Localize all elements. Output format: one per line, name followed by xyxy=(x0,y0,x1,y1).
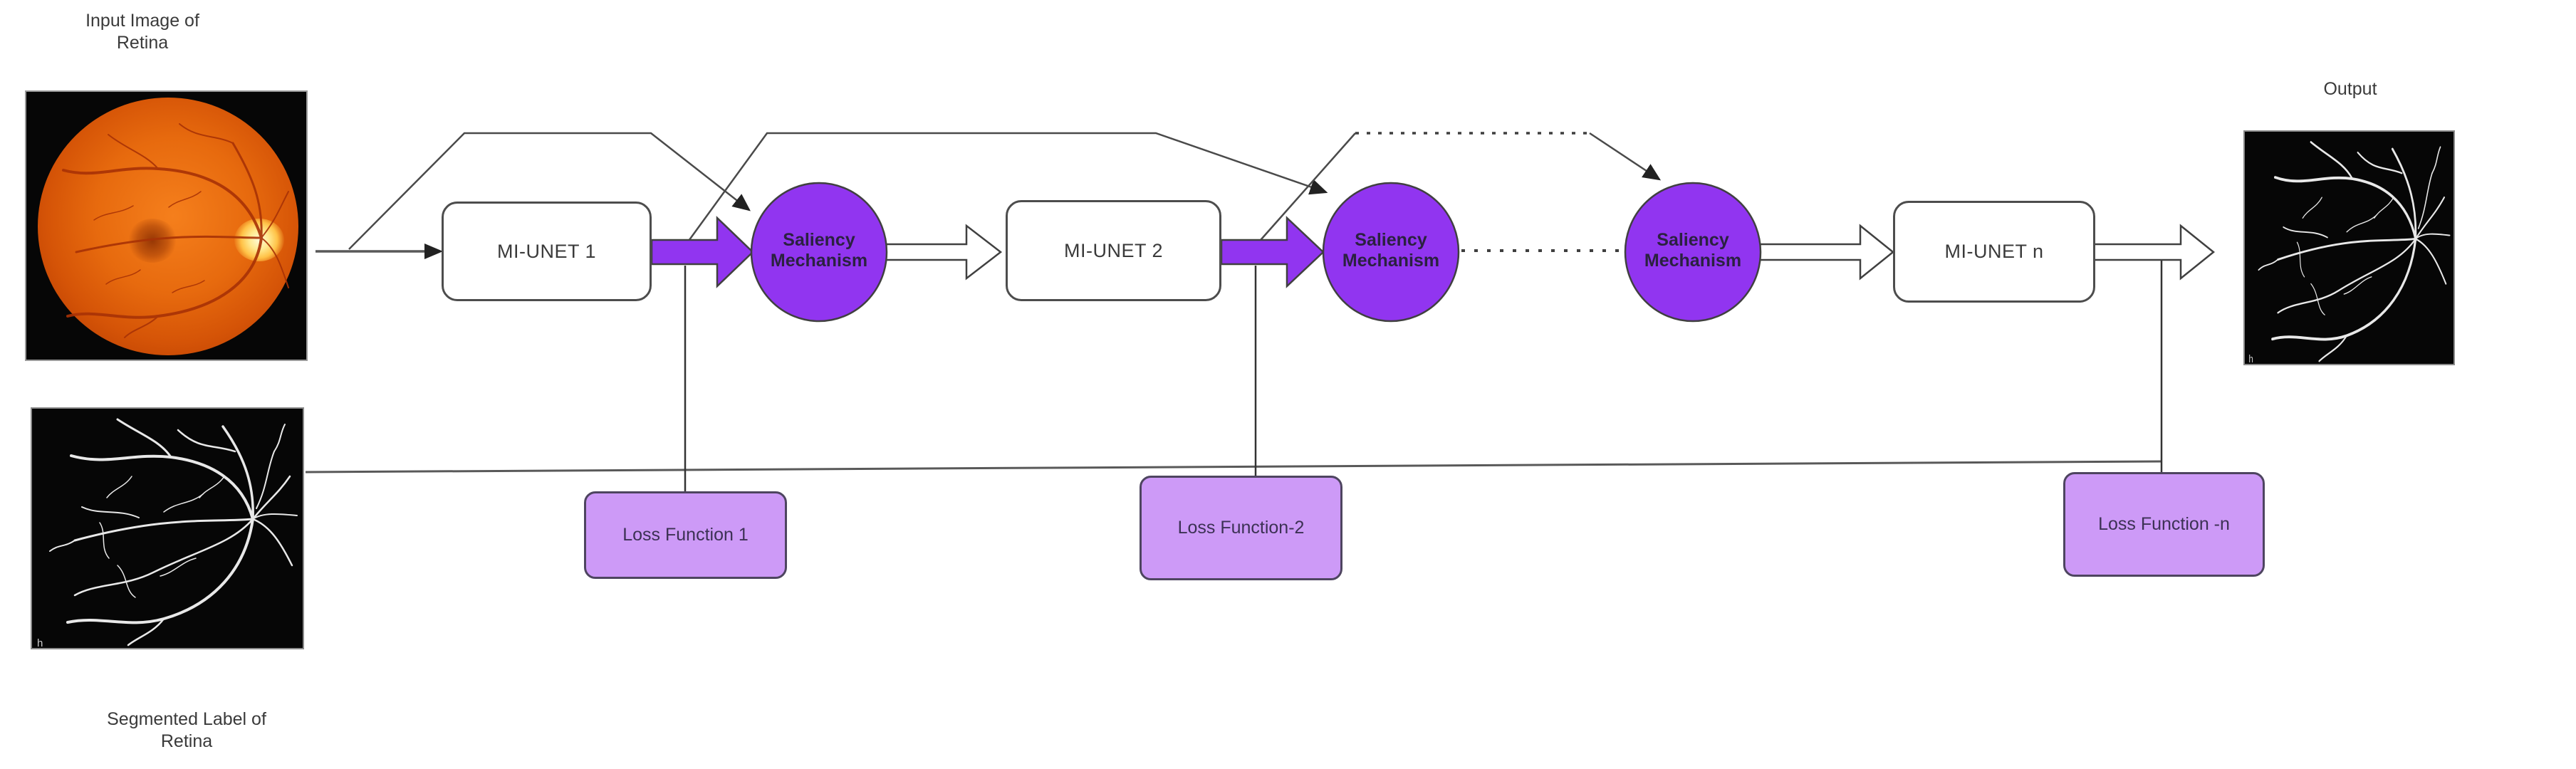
saliency-ellipse-1 xyxy=(750,182,888,323)
saliency-ellipse-3 xyxy=(1624,182,1762,323)
loss-n-label: Loss Function -n xyxy=(2098,514,2230,534)
outline-arrow-saliency1-to-unet2 xyxy=(887,224,1003,281)
segmented-label-image xyxy=(31,407,304,649)
outline-arrow-unetn-to-output xyxy=(2095,224,2215,281)
node-mi-unet-2: MI-UNET 2 xyxy=(1006,200,1221,301)
saliency-1-line2: Mechanism xyxy=(770,251,868,271)
segmented-caption-line2: Retina xyxy=(160,731,213,751)
node-loss-function-n: Loss Function -n xyxy=(2063,472,2265,577)
loss-2-label: Loss Function-2 xyxy=(1177,518,1305,538)
output-vessels xyxy=(2247,140,2451,364)
saliency-2-line1: Saliency xyxy=(1355,230,1427,250)
node-mi-unet-1: MI-UNET 1 xyxy=(442,202,652,301)
node-loss-function-1: Loss Function 1 xyxy=(584,491,787,579)
input-image-caption: Input Image of Retina xyxy=(43,10,242,54)
fundus-vessels xyxy=(62,123,289,338)
ground-truth-line xyxy=(305,460,2163,474)
node-mi-unet-2-label: MI-UNET 2 xyxy=(1063,239,1163,261)
node-mi-unet-n: MI-UNET n xyxy=(1893,201,2095,303)
input-caption-line1: Input Image of xyxy=(85,11,199,31)
skip-connection-2 xyxy=(684,132,1328,246)
input-arrowhead xyxy=(424,244,443,259)
node-saliency-3-label: Saliency Mechanism xyxy=(1625,230,1761,271)
saliency-1-line1: Saliency xyxy=(783,230,855,250)
loss-1-label: Loss Function 1 xyxy=(622,525,749,545)
segmented-vessels xyxy=(36,418,298,648)
saliency-ellipse-2 xyxy=(1322,182,1460,323)
saliency-3-line1: Saliency xyxy=(1657,230,1729,250)
node-loss-function-2: Loss Function-2 xyxy=(1140,476,1342,580)
input-caption-line2: Retina xyxy=(116,33,169,53)
node-mi-unet-1-label: MI-UNET 1 xyxy=(496,240,596,262)
output-image xyxy=(2243,130,2455,365)
block-arrow-unet1-to-saliency1 xyxy=(650,216,754,288)
node-mi-unet-n-label: MI-UNET n xyxy=(1944,241,2044,262)
segmented-label-caption: Segmented Label of Retina xyxy=(87,708,286,753)
block-arrow-unet2-to-saliency2 xyxy=(1220,216,1325,288)
node-saliency-2-label: Saliency Mechanism xyxy=(1323,230,1459,271)
saliency-2-line2: Mechanism xyxy=(1342,251,1440,271)
input-retina-image xyxy=(25,90,308,361)
node-saliency-1-label: Saliency Mechanism xyxy=(751,230,887,271)
outline-arrow-saliency3-to-unetn xyxy=(1761,224,1894,281)
saliency-3-line2: Mechanism xyxy=(1644,251,1742,271)
skip-connection-3-rise xyxy=(1255,132,1356,246)
segmented-caption-line1: Segmented Label of xyxy=(107,709,266,729)
skip-connection-3-descent xyxy=(1589,132,1662,181)
skip-connection-1 xyxy=(348,132,751,250)
output-caption: Output xyxy=(2323,79,2377,99)
